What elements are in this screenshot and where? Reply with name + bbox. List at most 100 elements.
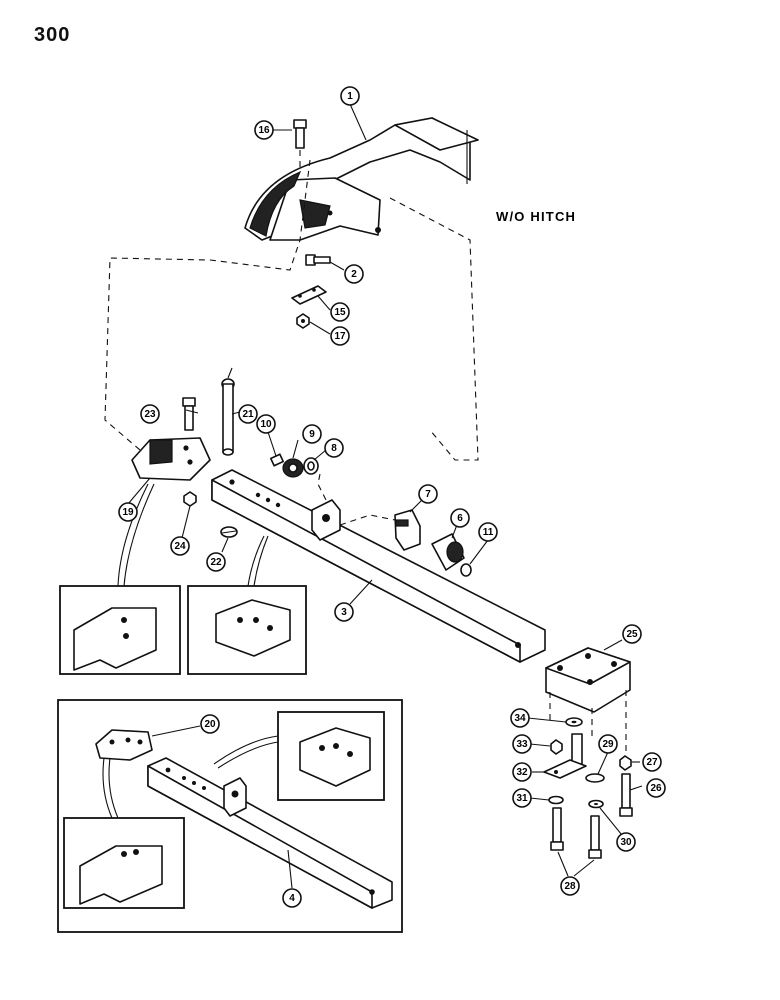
callout-2: 2 (344, 264, 364, 284)
callout-circle (512, 734, 532, 754)
bolt-28a (550, 807, 564, 851)
bolt-28b (588, 815, 602, 859)
hitch-block-25 (545, 647, 631, 756)
callout-15: 15 (330, 302, 350, 322)
callout-circle (642, 752, 662, 772)
bolt-26 (619, 773, 633, 817)
callout-4: 4 (282, 888, 302, 908)
callout-3: 3 (334, 602, 354, 622)
drawbar-4 (147, 757, 393, 909)
callout-circle (206, 552, 226, 572)
callout-number: 24 (174, 541, 186, 552)
callout-number: 26 (650, 783, 662, 794)
pin-21 (221, 367, 235, 456)
hitch-clip-20 (95, 729, 153, 761)
callout-circle (598, 734, 618, 754)
callout-9: 9 (302, 424, 322, 444)
leader-inset-left (117, 483, 149, 587)
hitch-clip-19 (131, 437, 211, 481)
callout-31: 31 (512, 788, 532, 808)
callout-circle (344, 264, 364, 284)
nut-24 (183, 491, 197, 507)
nut-27 (619, 755, 632, 771)
callout-7: 7 (418, 484, 438, 504)
callout-16: 16 (254, 120, 274, 140)
callout-33: 33 (512, 734, 532, 754)
callout-number: 34 (514, 713, 526, 724)
callout-circle (302, 424, 322, 444)
callout-number: 11 (483, 527, 494, 538)
callout-6: 6 (450, 508, 470, 528)
page-number: 300 (34, 24, 71, 46)
callout-circle (560, 876, 580, 896)
snap-ring-11 (460, 563, 472, 577)
callout-number: 33 (516, 739, 528, 750)
callout-circle (646, 778, 666, 798)
callout-25: 25 (622, 624, 642, 644)
callout-number: 16 (258, 125, 270, 136)
clip-22 (220, 526, 238, 538)
callout-circle (616, 832, 636, 852)
caption-without-hitch: W/O HITCH (496, 209, 576, 224)
callout-27: 27 (642, 752, 662, 772)
nut-17 (296, 313, 310, 329)
callout-30: 30 (616, 832, 636, 852)
inset-box-lower-right (277, 711, 385, 801)
ring-8 (303, 457, 319, 475)
callout-number: 2 (351, 269, 357, 280)
callout-circle (330, 302, 350, 322)
callout-number: 1 (347, 91, 353, 102)
callout-number: 17 (334, 331, 346, 342)
callout-number: 7 (425, 489, 431, 500)
callout-circle (334, 602, 354, 622)
callout-number: 30 (620, 837, 632, 848)
callout-number: 15 (334, 307, 346, 318)
bolt-16 (293, 119, 307, 172)
callout-circle (450, 508, 470, 528)
callout-circle (622, 624, 642, 644)
callout-number: 28 (564, 881, 576, 892)
callout-circle (238, 404, 258, 424)
callout-number: 21 (242, 409, 254, 420)
callout-22: 22 (206, 552, 226, 572)
leader-inset-right (247, 535, 265, 587)
callout-26: 26 (646, 778, 666, 798)
callout-circle (418, 484, 438, 504)
callout-21: 21 (238, 404, 258, 424)
callout-number: 20 (204, 719, 216, 730)
callout-circle (170, 536, 190, 556)
callout-circle (254, 120, 274, 140)
callout-number: 22 (210, 557, 222, 568)
callout-32: 32 (512, 762, 532, 782)
callout-circle (512, 762, 532, 782)
callout-number: 19 (122, 507, 134, 518)
washer-34 (565, 717, 583, 727)
callout-number: 9 (309, 429, 315, 440)
callout-circle (118, 502, 138, 522)
pin-32 (543, 733, 587, 779)
callout-number: 4 (289, 893, 295, 904)
callout-29: 29 (598, 734, 618, 754)
callout-28: 28 (560, 876, 580, 896)
bolt-2 (305, 254, 331, 266)
callout-number: 6 (457, 513, 463, 524)
callout-circle (330, 326, 350, 346)
callout-20: 20 (200, 714, 220, 734)
bushing-9 (282, 458, 304, 478)
nut-33 (550, 739, 563, 755)
fitting-10 (269, 453, 285, 467)
callout-circle (282, 888, 302, 908)
inset-box-right (187, 585, 307, 675)
callout-circle (510, 708, 530, 728)
drawbar-support-bracket (244, 117, 479, 241)
callout-layer: 1234678910111516171920212223242526272829… (118, 86, 666, 908)
callout-circle (478, 522, 498, 542)
callout-10: 10 (256, 414, 276, 434)
callout-number: 23 (144, 409, 156, 420)
callout-circle (324, 438, 344, 458)
plate-15 (291, 285, 327, 305)
callout-leaders (127, 103, 643, 889)
washer-31 (548, 795, 564, 805)
callout-circle (256, 414, 276, 434)
